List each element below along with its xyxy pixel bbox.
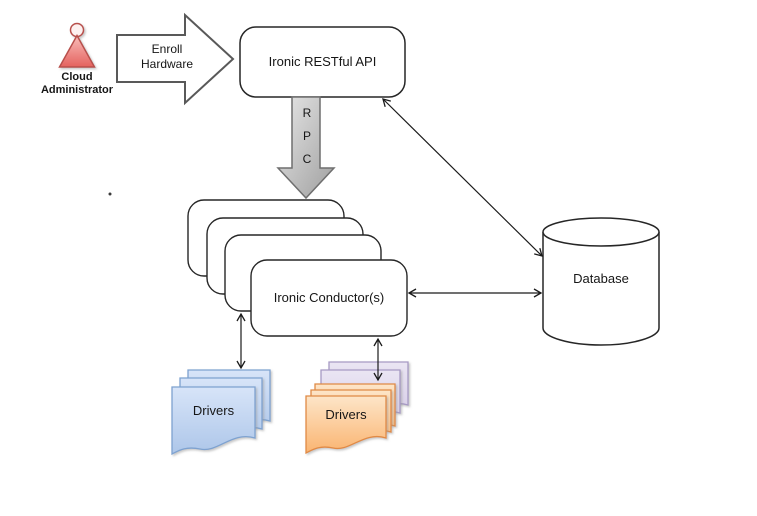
conductor-label: Ironic Conductor(s) [273,289,385,305]
api-box [239,26,406,98]
database-label: Database [573,270,629,286]
conductor-stack [187,199,408,337]
rpc-letter-p: P [302,128,311,143]
drivers-orange-label: Drivers [325,406,367,422]
drivers-blue-label: Drivers [192,402,235,418]
enroll-hardware-arrow [116,12,235,106]
drivers-blue-stack [171,369,271,456]
api-label: Ironic RESTful API [268,53,377,69]
stray-dot [108,192,112,196]
drivers-blue-sheet [171,386,256,456]
connector-api-database [382,98,543,257]
person-icon [58,22,96,68]
database-cylinder [542,217,660,346]
rpc-arrow [276,96,336,200]
drivers-orange-sheet [305,395,387,455]
enroll-hardware-label: Enroll Hardware [140,42,194,71]
cloud-admin-label: Cloud Administrator [40,71,114,97]
connectors-layer [236,98,543,382]
rpc-letter-c: C [302,151,312,166]
drivers-orange-stack [305,361,409,455]
rpc-letter-r: R [302,105,312,120]
conductor-front-box [250,259,408,337]
